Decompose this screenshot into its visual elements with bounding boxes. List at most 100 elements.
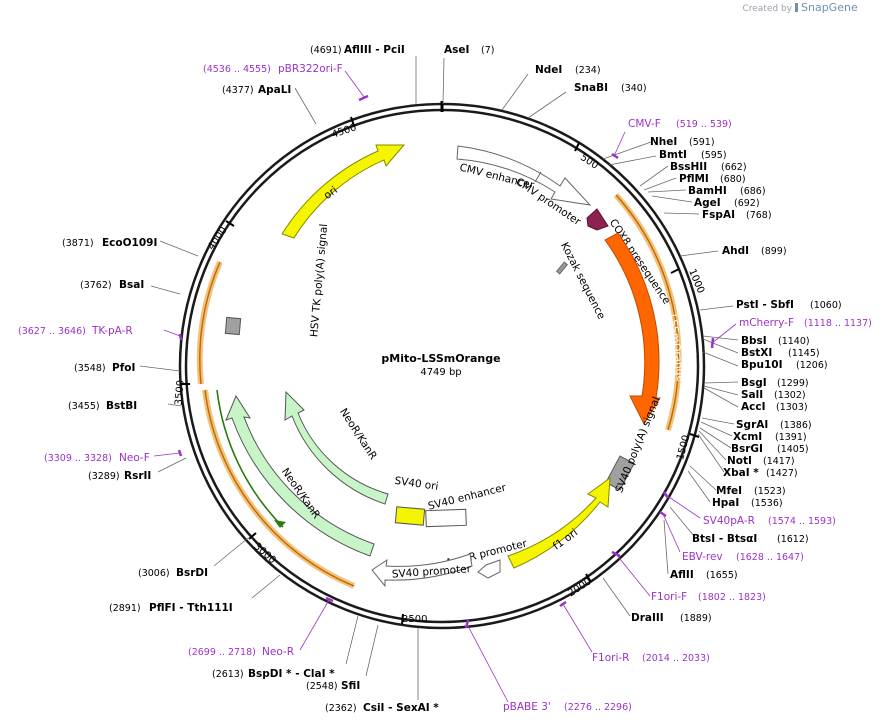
primer-leader-neof xyxy=(153,452,181,457)
f1-ori-arrow xyxy=(507,476,611,569)
site-pos-bstBI: (3455) xyxy=(68,401,100,412)
primer-name-pbr322: pBR322ori-F xyxy=(278,63,343,75)
site-pos-bstXI: (1145) xyxy=(788,348,820,359)
hsv-tk-polya-label: HSV TK poly(A) signal xyxy=(308,223,330,337)
sv40-promoter-arrow xyxy=(371,553,473,588)
leader-bamHI xyxy=(647,189,687,193)
site-name-ecoO109I: EcoO109I xyxy=(102,237,157,249)
neo-outer-arrow xyxy=(225,394,375,557)
site-pos-fspAI: (768) xyxy=(746,210,772,221)
site-name-apaLI: ApaLI xyxy=(258,84,291,96)
site-pos-bpu10I: (1206) xyxy=(796,360,828,371)
site-pos-ndeI: (234) xyxy=(575,65,601,76)
primer-name-mcherry: mCherry-F xyxy=(739,317,794,329)
plasmid-title: pMito-LSSmOrange xyxy=(381,352,500,365)
site-pos-csiI: (2362) xyxy=(325,703,357,714)
primer-pos-neof: (3309 .. 3328) xyxy=(44,453,112,464)
primer-pos-neor: (2699 .. 2718) xyxy=(188,647,256,658)
leader-bpu10I xyxy=(702,351,739,367)
leader-apaLI xyxy=(294,87,317,125)
primer-pos-mcherry: (1118 .. 1137) xyxy=(804,318,872,329)
site-pos-bsrGI: (1405) xyxy=(777,444,809,455)
primer-mark-cmvf xyxy=(611,152,619,160)
cmv-enhancer-arrow xyxy=(456,145,592,206)
site-name-ahdI: AhdI xyxy=(722,245,749,257)
site-pos-pflMI: (680) xyxy=(720,174,746,185)
snapgene-brand-name: SnapGene xyxy=(801,1,858,14)
site-name-aseI: AseI xyxy=(444,44,469,56)
site-pos-aflIII: (4691) xyxy=(310,45,342,56)
primer-pos-pbr322: (4536 .. 4555) xyxy=(203,64,271,75)
primer-leader-f1orir xyxy=(562,603,593,653)
tick-2500 xyxy=(401,613,404,625)
kozak-sequence-mark xyxy=(556,261,568,275)
snapgene-logo-icon xyxy=(795,3,798,12)
primer-leader-pbr322 xyxy=(344,70,365,98)
primer-leader-pbabe xyxy=(466,623,509,703)
tick-label-2500: 2500 xyxy=(402,614,427,625)
site-name-csiI: CsiI - SexAI * xyxy=(363,702,439,714)
tick-1000 xyxy=(670,268,680,274)
site-name-bamHI: BamHI xyxy=(688,185,727,197)
primer-leader-sv40pa xyxy=(665,494,701,519)
leader-xcmI xyxy=(700,421,733,437)
primer-name-ebv: EBV-rev xyxy=(682,551,723,563)
sv40-ori-label: SV40 ori xyxy=(394,475,439,493)
site-name-pfoI: PfoI xyxy=(112,362,135,374)
sv40-promoter-label: SV40 promoter xyxy=(391,563,472,581)
feature-arrows: CMV enhancer CMV promoter COX8 presequen… xyxy=(216,144,687,588)
tick-label-4500: 4500 xyxy=(330,122,358,140)
site-name-bbsI: BbsI xyxy=(741,335,767,347)
kozak-label: Kozak sequence xyxy=(558,240,607,321)
site-name-snaBI: SnaBI xyxy=(574,82,608,94)
site-name-fspAI: FspAI xyxy=(702,209,735,221)
leader-sfiI xyxy=(365,624,379,677)
cox8-presequence-arrow xyxy=(586,208,609,231)
site-labels-right: (4691) AflIII - PciI AseI (7) NdeI (234)… xyxy=(310,44,872,713)
highlight-arc-left-line xyxy=(204,389,355,587)
tick-label-3500: 3500 xyxy=(174,380,187,406)
site-pos-bsgI: (1299) xyxy=(777,378,809,389)
site-name-bmtI: BmtI xyxy=(659,149,687,161)
leader-bsgI xyxy=(703,381,739,384)
leader-ndeI xyxy=(501,73,529,111)
neo-inner-label: NeoR/KanR xyxy=(337,406,379,462)
leader-snaBI xyxy=(527,91,567,119)
site-name-sfiI: SfiI xyxy=(341,680,360,692)
primer-name-neor: Neo-R xyxy=(262,646,294,658)
lssmorange-arrow xyxy=(604,232,661,426)
tick-4500 xyxy=(350,116,355,127)
site-pos-aflII: (1655) xyxy=(706,570,738,581)
site-pos-bsrDI: (3006) xyxy=(138,568,170,579)
site-name-ageI: AgeI xyxy=(694,197,721,209)
site-pos-ahdI: (899) xyxy=(761,246,787,257)
leader-sgrAI xyxy=(701,417,735,425)
site-name-salI: SalI xyxy=(741,389,763,401)
tick-3000 xyxy=(248,532,257,540)
site-name-draIII: DraIII xyxy=(631,612,664,624)
sv40-polya-box xyxy=(605,455,635,491)
primer-mark-neor xyxy=(325,596,334,603)
site-pos-bssHII: (662) xyxy=(721,162,747,173)
ampr-promoter-arrow xyxy=(477,559,501,579)
sv40-enhancer-label: SV40 enhancer xyxy=(427,482,508,513)
tick-4000 xyxy=(225,220,235,227)
site-name-pflMI: PflMI xyxy=(679,173,709,185)
sv40-enhancer-box xyxy=(425,508,467,528)
site-pos-ageI: (692) xyxy=(734,198,760,209)
site-pos-bbsI: (1140) xyxy=(778,336,810,347)
site-name-bspDI: BspDI * - ClaI * xyxy=(248,668,335,680)
site-pos-xbaI: (1427) xyxy=(766,468,798,479)
site-name-aflIII: AflIII - PciI xyxy=(344,44,405,56)
leader-ahdI xyxy=(679,250,719,257)
site-pos-aseI: (7) xyxy=(481,45,494,56)
site-pos-bmtI: (595) xyxy=(701,150,727,161)
site-pos-apaLI: (4377) xyxy=(222,85,254,96)
site-name-bsrDI: BsrDI xyxy=(176,567,208,579)
leader-bsaI xyxy=(150,285,181,295)
leader-ageI xyxy=(651,195,693,203)
leader-fspAI xyxy=(663,212,700,215)
site-name-bsgI: BsgI xyxy=(741,377,767,389)
site-pos-bspDI: (2613) xyxy=(212,669,244,680)
